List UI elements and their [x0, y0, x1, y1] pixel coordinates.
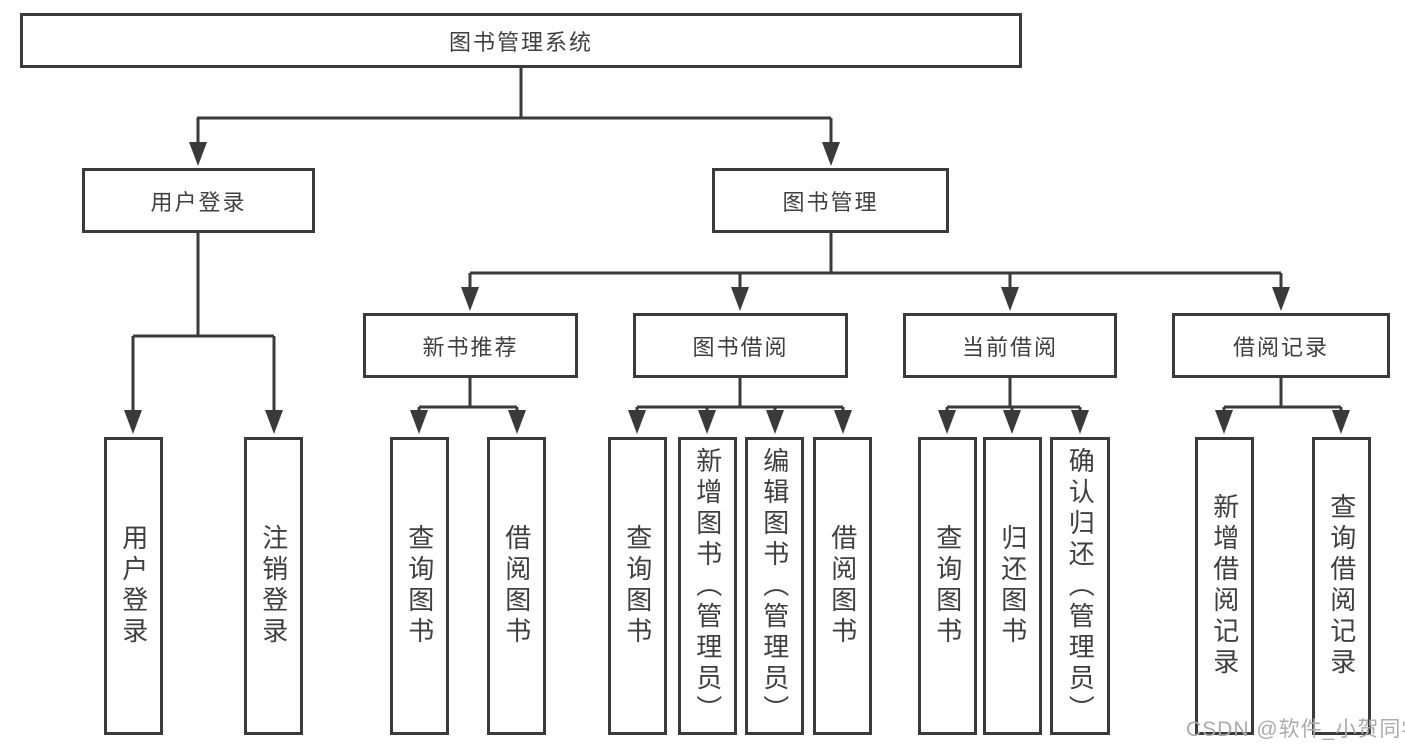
leaf-return-book: 归还图书 [983, 437, 1042, 735]
csdn-watermark: CSDN @软件_小贺同学 [1186, 718, 1405, 741]
leaf-query-borrow-record: 查询借阅记录 [1312, 437, 1371, 735]
node-current-borrowing: 当前借阅 [903, 313, 1117, 378]
leaf-add-borrow-record: 新增借阅记录 [1195, 437, 1254, 735]
leaf-query-books-recommend: 查询图书 [390, 437, 449, 735]
leaf-borrow-books-recommend: 借阅图书 [487, 437, 546, 735]
leaf-user-login: 用户登录 [104, 437, 163, 735]
node-library-management-system: 图书管理系统 [20, 13, 1022, 68]
leaf-edit-book-admin: 编辑图书（管理员） [745, 437, 804, 735]
leaf-confirm-return-admin: 确认归还（管理员） [1050, 437, 1110, 735]
leaf-query-books-current: 查询图书 [918, 437, 977, 735]
node-new-book-recommendation: 新书推荐 [363, 313, 578, 378]
leaf-borrow-books-borrowing: 借阅图书 [813, 437, 872, 735]
node-borrowing-records: 借阅记录 [1172, 313, 1390, 378]
node-book-borrowing: 图书借阅 [633, 313, 848, 378]
leaf-add-book-admin: 新增图书（管理员） [678, 437, 737, 735]
node-user-login: 用户登录 [82, 168, 315, 233]
node-book-management: 图书管理 [712, 168, 949, 233]
leaf-query-books-borrowing: 查询图书 [608, 437, 667, 735]
leaf-logout: 注销登录 [244, 437, 303, 735]
